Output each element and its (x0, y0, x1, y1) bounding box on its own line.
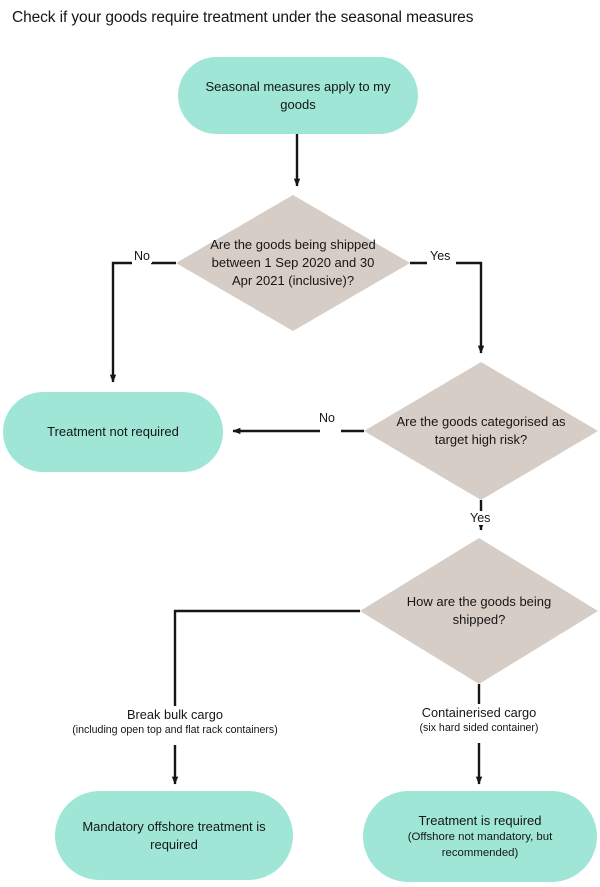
branch-label-break-bulk: Break bulk cargo (including open top and… (25, 706, 325, 738)
node-shape-decision-shipping-method[interactable] (360, 538, 598, 684)
connector-window-no (109, 261, 176, 383)
node-shape-decision-target-high-risk[interactable] (364, 362, 598, 500)
connector-break-bulk (171, 609, 360, 785)
node-shape-decision-shipping-window[interactable] (176, 195, 410, 331)
edge-label-window-no: No (132, 249, 152, 263)
edge-label-risk-yes: Yes (468, 511, 493, 525)
branch-label-break-bulk-sub: (including open top and flat rack contai… (72, 724, 278, 736)
branch-label-containerised-main: Containerised cargo (421, 705, 537, 720)
node-shape-outcome-no-treatment[interactable] (3, 392, 223, 472)
connector-window-yes (410, 261, 485, 354)
node-shape-outcome-mandatory-offshore[interactable] (55, 791, 293, 880)
node-shape-outcome-treatment-required[interactable] (363, 791, 597, 882)
branch-label-break-bulk-main: Break bulk cargo (126, 707, 224, 722)
branch-label-containerised: Containerised cargo (six hard sided cont… (374, 704, 584, 736)
page-title: Check if your goods require treatment un… (12, 9, 474, 26)
branch-label-containerised-sub: (six hard sided container) (419, 722, 539, 734)
edge-label-window-yes: Yes (428, 249, 453, 263)
edge-label-risk-no: No (317, 411, 337, 425)
node-shape-start[interactable] (178, 57, 418, 134)
